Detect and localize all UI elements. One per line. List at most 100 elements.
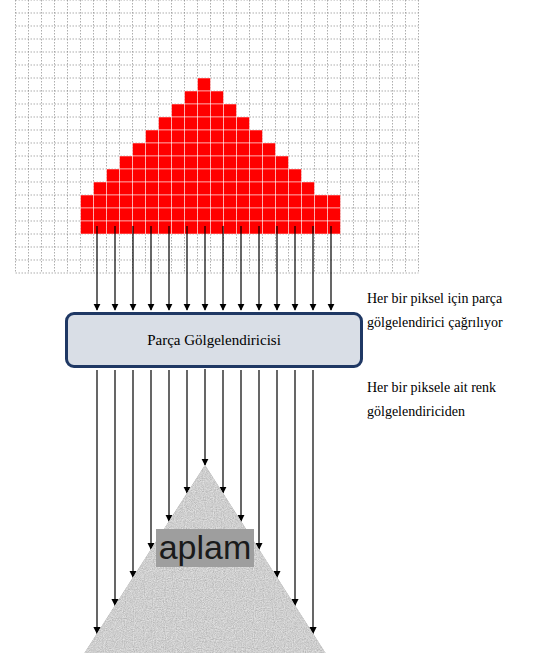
red-pixel	[81, 208, 94, 221]
grid-line	[418, 0, 419, 273]
red-pixel	[159, 143, 172, 156]
red-pixel	[224, 117, 237, 130]
red-pixel	[237, 143, 250, 156]
red-pixel	[94, 208, 107, 221]
grid-line	[16, 260, 419, 261]
red-pixel	[198, 195, 211, 208]
red-pixel	[198, 208, 211, 221]
red-pixel	[94, 182, 107, 195]
red-pixel	[172, 117, 185, 130]
grid-line	[28, 0, 29, 273]
color-arrow	[150, 370, 151, 549]
color-arrow	[294, 370, 295, 605]
fragment-arrow	[222, 226, 223, 310]
red-pixel	[328, 208, 341, 221]
red-pixel	[250, 221, 263, 234]
red-pixel	[81, 195, 94, 208]
red-pixel	[159, 182, 172, 195]
fragment-arrow	[204, 226, 205, 310]
red-pixel	[107, 182, 120, 195]
red-pixel	[185, 143, 198, 156]
color-arrow	[132, 370, 133, 577]
red-pixel	[211, 208, 224, 221]
red-pixel	[107, 221, 120, 234]
red-pixel	[263, 195, 276, 208]
red-pixel	[315, 208, 328, 221]
fragment-arrow	[276, 226, 277, 310]
red-pixel	[302, 182, 315, 195]
color-arrow	[114, 370, 115, 605]
red-pixel	[328, 221, 341, 234]
red-pixel	[198, 130, 211, 143]
red-pixel	[94, 195, 107, 208]
red-pixel	[159, 156, 172, 169]
red-pixel	[276, 156, 289, 169]
red-pixel	[185, 130, 198, 143]
red-pixel	[276, 208, 289, 221]
red-pixel	[172, 208, 185, 221]
red-pixel	[107, 169, 120, 182]
red-pixel	[250, 156, 263, 169]
red-pixel	[263, 208, 276, 221]
red-pixel	[133, 208, 146, 221]
red-pixel	[289, 195, 302, 208]
fragment-arrow	[258, 226, 259, 310]
red-pixel	[263, 169, 276, 182]
color-arrow	[240, 370, 241, 521]
red-pixel	[289, 208, 302, 221]
grid-line	[41, 0, 42, 273]
red-pixel	[237, 182, 250, 195]
red-pixel	[133, 169, 146, 182]
red-pixel	[211, 91, 224, 104]
grid-line	[353, 0, 354, 273]
color-arrow	[96, 370, 97, 633]
fragment-arrow	[330, 226, 331, 310]
red-pixel	[120, 208, 133, 221]
red-pixel	[198, 156, 211, 169]
red-pixel	[302, 208, 315, 221]
red-pixel	[328, 195, 341, 208]
red-pixel	[185, 104, 198, 117]
grid-line	[15, 0, 16, 273]
triangle-texture	[80, 465, 330, 653]
red-pixel	[224, 195, 237, 208]
texture-triangle: aplam	[80, 465, 330, 653]
red-pixel	[120, 156, 133, 169]
grid-line	[16, 26, 419, 27]
red-pixel	[250, 195, 263, 208]
grid-line	[16, 13, 419, 14]
box-label: Parça Gölgelendiricisi	[135, 332, 293, 349]
red-pixel	[276, 195, 289, 208]
red-pixel	[211, 143, 224, 156]
red-pixel	[211, 117, 224, 130]
red-pixel	[159, 169, 172, 182]
red-pixel	[146, 182, 159, 195]
red-pixel	[315, 195, 328, 208]
red-pixel	[237, 208, 250, 221]
fragment-arrow	[168, 226, 169, 310]
triangle-fill	[80, 465, 330, 653]
red-pixel	[198, 221, 211, 234]
red-pixel	[133, 156, 146, 169]
grid-line	[16, 39, 419, 40]
red-pixel	[315, 221, 328, 234]
red-pixel	[224, 104, 237, 117]
color-arrow	[168, 370, 169, 521]
color-arrow	[222, 370, 223, 493]
red-pixel	[237, 221, 250, 234]
red-pixel	[237, 156, 250, 169]
red-pixel	[172, 195, 185, 208]
red-pixel	[302, 195, 315, 208]
red-pixel	[224, 169, 237, 182]
red-pixel	[198, 104, 211, 117]
red-pixel	[250, 130, 263, 143]
red-pixel	[250, 169, 263, 182]
red-pixel	[211, 104, 224, 117]
grid	[16, 0, 419, 273]
red-pixel	[185, 208, 198, 221]
red-pixel	[224, 130, 237, 143]
red-pixel	[133, 195, 146, 208]
red-pixel	[185, 117, 198, 130]
red-pixel	[120, 169, 133, 182]
grid-line	[16, 247, 419, 248]
